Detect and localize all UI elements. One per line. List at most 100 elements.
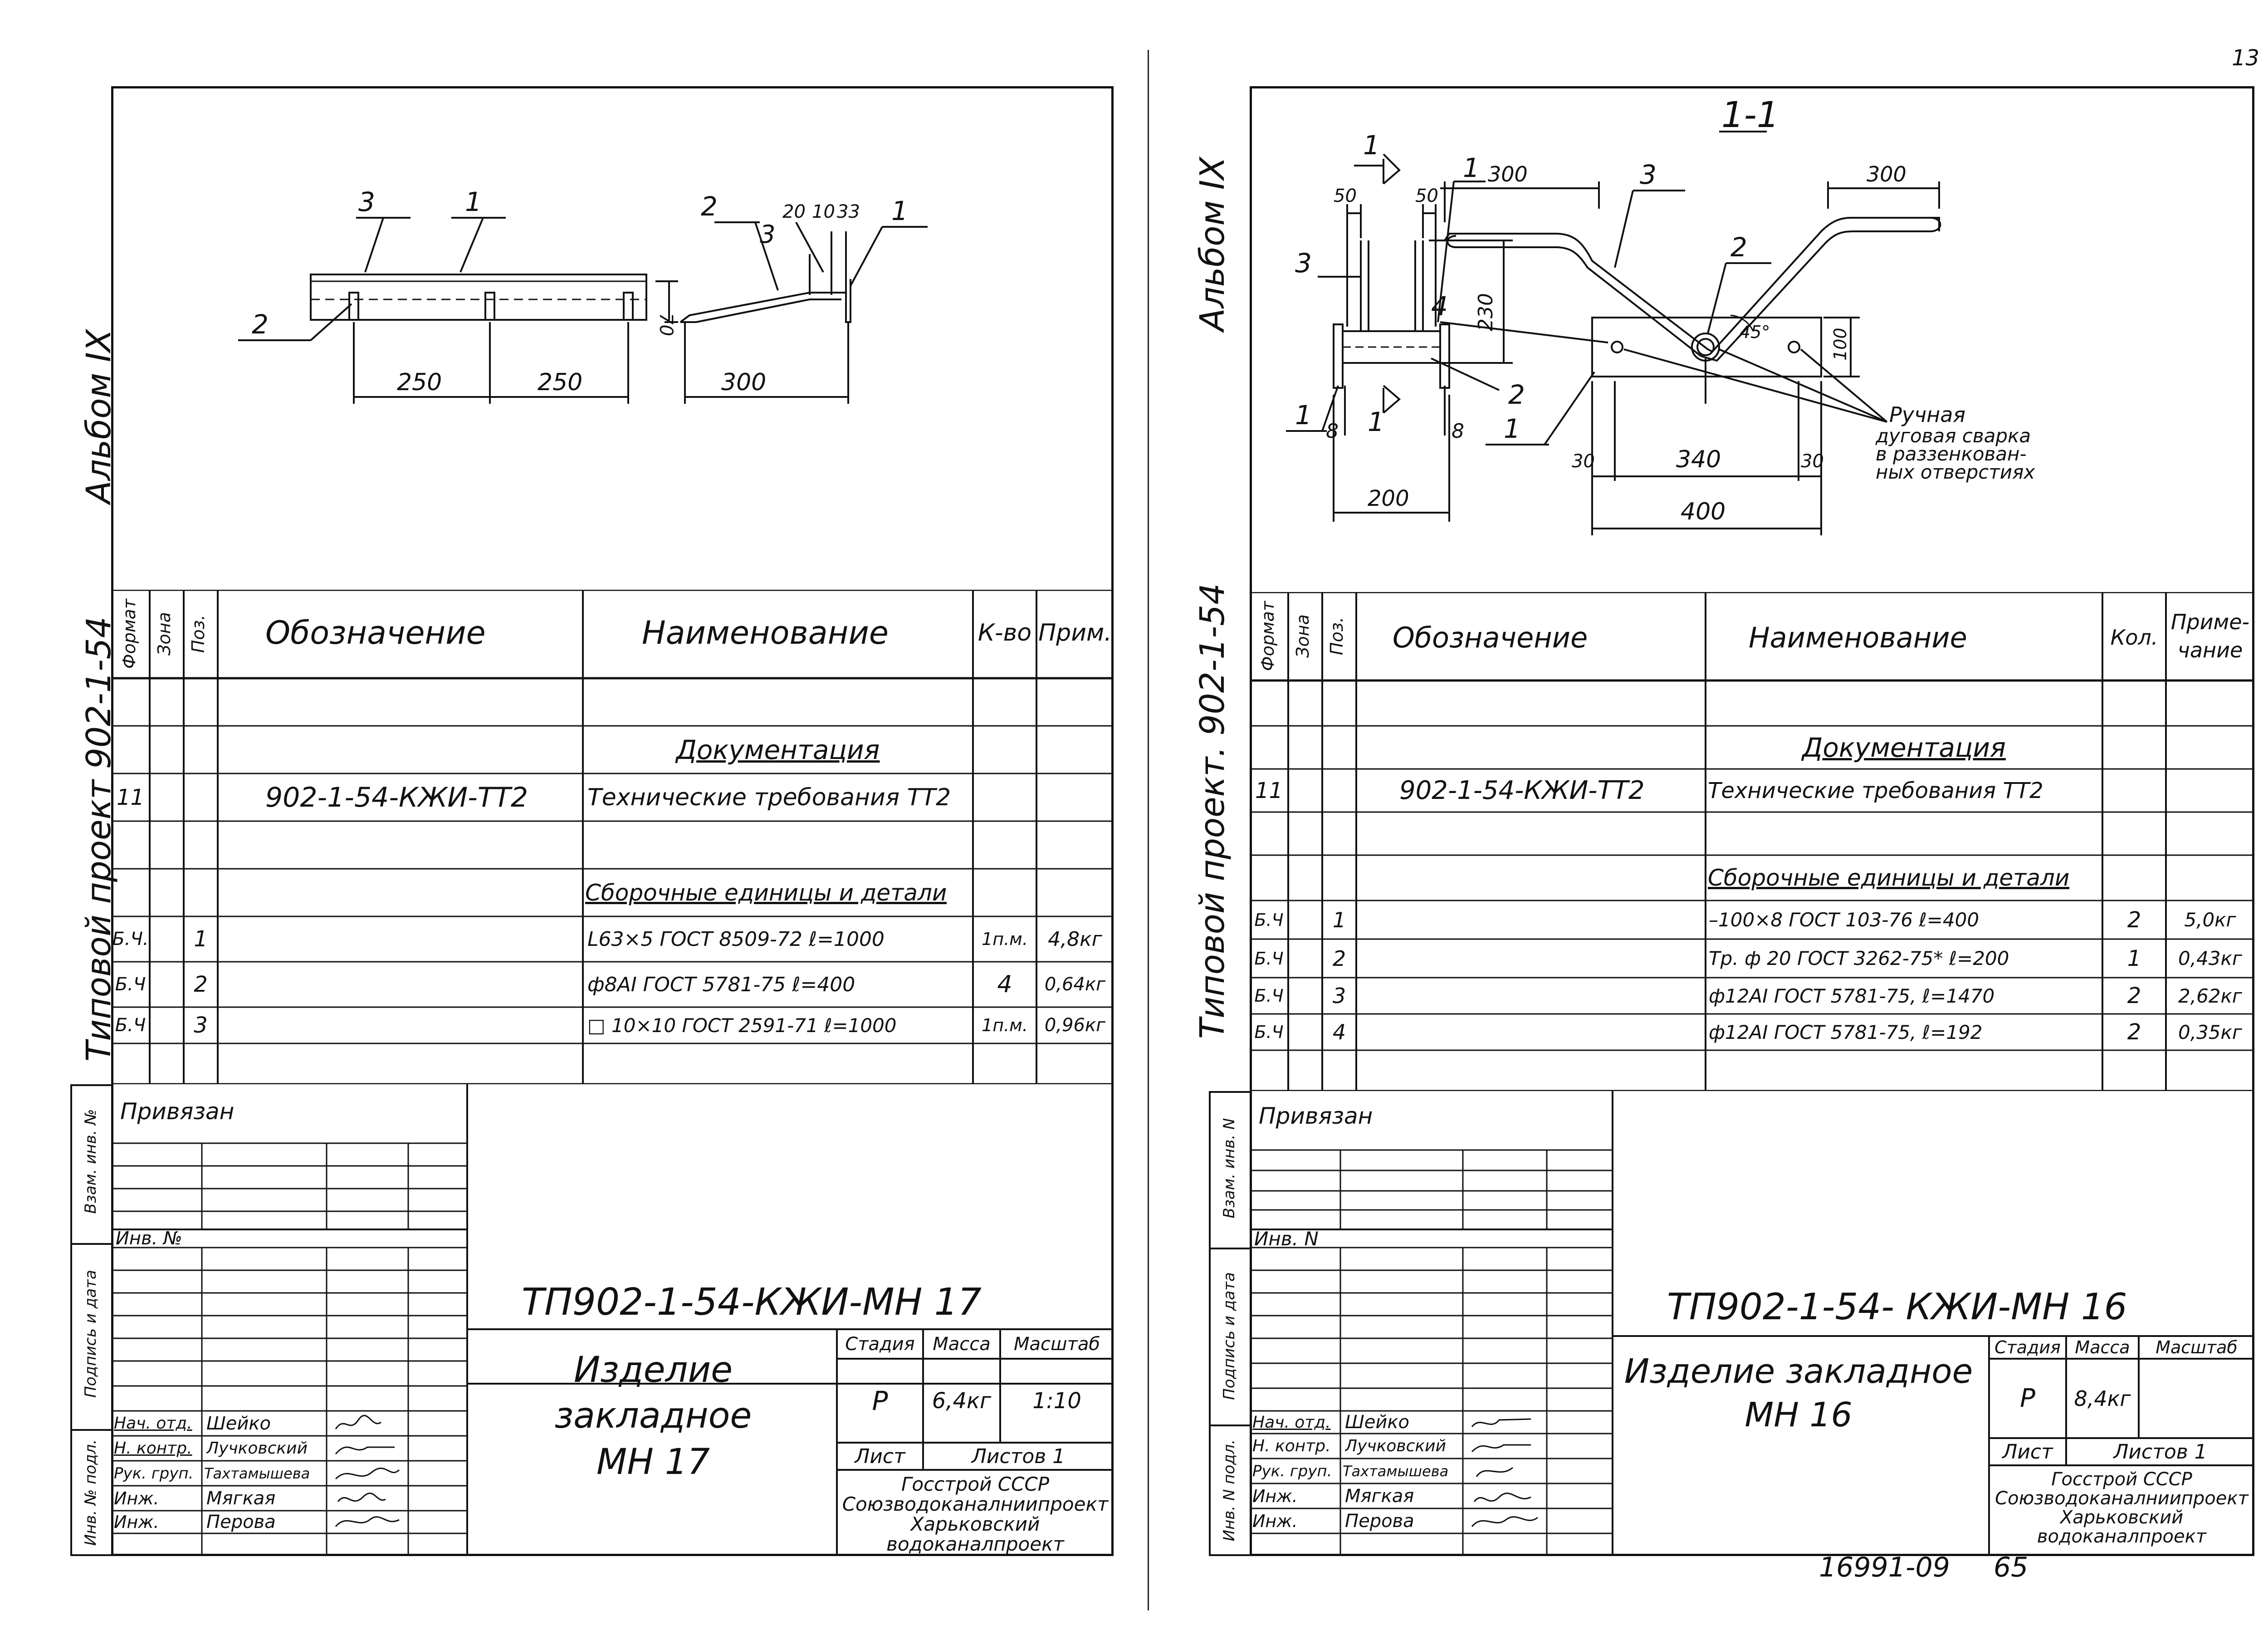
left-r3-note: 0,96кг [1044,1015,1106,1036]
right-r2-note: 0,43кг [2178,947,2242,969]
right-drawing: 1-1 1 50 50 1 3 230 1 8 1 8 2 200 300 3 … [1286,95,2035,535]
left-p1-name: Шейко [206,1413,271,1434]
left-p3-name: Тахтамышева [204,1464,310,1482]
left-lbl-1b: 1 [891,196,908,226]
right-frame [1250,86,2254,1556]
left-p2-role: Н. контр. [114,1439,192,1458]
right-privyazan: Привязан [1259,1103,1373,1129]
right-lbl-3: 3 [1295,248,1312,279]
left-org: Госстрой СССР Союзводоканалниипроект Хар… [837,1474,1114,1554]
left-p4-name: Мягкая [206,1488,276,1509]
right-scale [2139,1359,2254,1438]
left-mass-label: Масса [933,1333,991,1355]
right-r3-qty: 2 [2127,983,2141,1008]
right-org-1: Госстрой СССР [2051,1469,2192,1490]
left-r3-format: Б.Ч [115,1015,146,1036]
right-doc-name: Технические требования ТТ2 [1708,778,2043,803]
left-scale-label: Масштаб [1013,1333,1100,1355]
right-lbl-2b: 2 [1730,232,1747,263]
left-dim-300: 300 [721,369,766,396]
left-r2-name: ф8АI ГОСТ 5781-75 ℓ=400 [587,973,855,996]
left-r2-format: Б.Ч [115,974,146,995]
right-org-3: Харьковский [2060,1507,2184,1528]
right-section-plate [1591,317,1822,377]
left-dim-250a: 250 [397,369,442,396]
left-vert-3: Инв. № подл. [82,1439,100,1546]
left-p5-name: Перова [206,1512,276,1532]
right-side-project: Типовой проект. 902-1-54 [1193,583,1232,1039]
right-p2-role: Н. контр. [1252,1437,1331,1455]
left-privyazan: Привязан [120,1098,235,1125]
center-fold-line [1148,50,1149,1611]
left-org-1: Госстрой СССР [901,1473,1050,1495]
left-title: Изделие закладное МН 17 [554,1350,752,1483]
left-h-format: Формат [119,598,139,669]
left-r1-pos: 1 [194,926,208,952]
right-r4-pos: 4 [1332,1020,1346,1044]
left-lbl-2: 2 [252,309,269,340]
left-r1-format: Б.Ч. [112,929,149,950]
right-side-album: Альбом IX [1193,157,1232,331]
left-plan-channel [310,274,647,321]
left-drawing: 3 1 2 2 3 20 10 33 1 70 250 250 300 [238,186,928,404]
left-lbl-1: 1 [465,186,482,217]
right-dim-300a: 300 [1488,162,1528,186]
right-p1-name: Шейко [1345,1412,1410,1433]
left-inv-no: Инв. № [116,1228,182,1249]
left-h-designation: Обозначение [265,614,486,651]
right-p5-role: Инж. [1252,1511,1298,1531]
right-stage-label: Стадия [1994,1337,2061,1357]
right-r1-format: Б.Ч [1254,910,1284,930]
right-lbl-230: 230 [1474,293,1497,331]
left-section-doc: Документация [676,734,880,765]
right-org: Госстрой СССР Союзводоканалниипроект Хар… [1989,1470,2254,1546]
right-inv-no: Инв. N [1254,1227,1319,1250]
right-section-title: 1-1 [1721,95,1779,136]
right-vert-3: Инв. N подл. [1220,1439,1238,1542]
left-r1-note: 4,8кг [1048,927,1102,951]
left-lbl-3b: 3 [760,220,775,249]
right-p4-role: Инж. [1252,1486,1298,1506]
right-h-name: Наименование [1749,621,1967,654]
left-section-parts: Сборочные единицы и детали [585,879,947,906]
left-lbl-33: 33 [837,201,860,222]
right-dim-200: 200 [1368,486,1409,511]
left-sheets-label: Листов 1 [971,1444,1066,1468]
right-p3-role: Рук. груп. [1252,1462,1332,1480]
page-number: 65 [1994,1552,2028,1583]
right-h-zone: Зона [1293,614,1313,658]
right-lbl-3b: 3 [1640,159,1657,190]
right-lbl-1d: 1 [1504,413,1520,444]
page-corner-mark: 13 [2232,45,2260,71]
right-stamp: Взам. инв. N Подпись и дата Инв. N подл.… [1209,1091,2254,1556]
left-doc-format: 11 [116,784,145,810]
right-sheet: Альбом IX Типовой проект. 902-1-54 [1152,0,2268,1635]
right-lbl-1a: 1 [1463,152,1480,183]
right-lbl-2: 2 [1508,379,1525,410]
right-r2-format: Б.Ч [1254,948,1284,969]
right-r1-note: 5,0кг [2184,909,2236,931]
right-r3-pos: 3 [1332,984,1346,1008]
left-stage: Р [872,1385,888,1416]
left-lbl-70: 70 [655,313,676,336]
left-p1-role: Нач. отд. [114,1414,192,1433]
right-lbl-50b: 50 [1415,186,1438,206]
left-doc-designation: 902-1-54-КЖИ-ТТ2 [265,781,528,813]
left-lbl-20: 20 [782,201,806,222]
right-h-designation: Обозначение [1393,621,1588,654]
right-dim-400: 400 [1681,498,1725,525]
right-lbl-50a: 50 [1334,186,1357,206]
left-r2-qty: 4 [997,971,1012,998]
right-code: ТП902-1-54- КЖИ-МН 16 [1667,1285,2127,1328]
right-lbl-1b: 1 [1295,400,1312,431]
right-scale-label: Масштаб [2156,1337,2238,1357]
left-stage-label: Стадия [845,1333,915,1355]
right-doc-format: 11 [1255,778,1283,803]
right-lbl-1top: 1 [1363,130,1380,161]
right-note-2: дуговая сварка [1875,425,2031,447]
right-dim-30b: 30 [1801,451,1824,472]
right-lbl-1c: 1 [1368,406,1384,437]
left-signatures [335,1415,400,1527]
left-h-name: Наименование [642,614,889,651]
right-r3-name: ф12АI ГОСТ 5781-75, ℓ=1470 [1709,984,1995,1007]
